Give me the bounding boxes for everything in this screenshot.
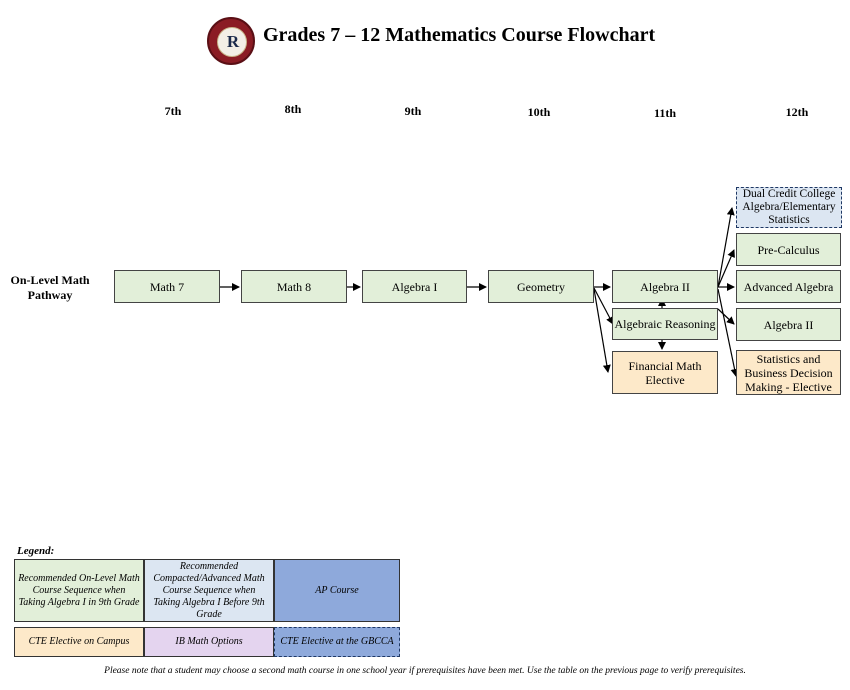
course-math-8: Math 8	[241, 270, 347, 303]
course-dual-credit-college-algebra: Dual Credit College Algebra/Elementary S…	[736, 187, 842, 228]
course-advanced-algebra: Advanced Algebra	[736, 270, 841, 303]
course-algebra-2-grade-12: Algebra II	[736, 308, 841, 341]
legend-compacted-sequence: Recommended Compacted/Advanced Math Cour…	[144, 559, 274, 622]
arrow-geometry-financial-math	[593, 288, 611, 373]
logo-emblem: R	[217, 27, 247, 57]
course-statistics-business-decision-making: Statistics and Business Decision Making …	[736, 350, 841, 395]
page-title: Grades 7 – 12 Mathematics Course Flowcha…	[263, 24, 656, 46]
legend-ib-math-options: IB Math Options	[144, 627, 274, 657]
course-algebraic-reasoning: Algebraic Reasoning	[612, 308, 718, 340]
course-algebra-2-grade-11: Algebra II	[612, 270, 718, 303]
arrow-algebra2-dual-credit	[717, 207, 735, 288]
grade-label-10: 10th	[527, 105, 551, 119]
grade-label-7: 7th	[164, 104, 182, 118]
grade-label-8: 8th	[284, 102, 302, 116]
arrow-reasoning-algebra2	[717, 308, 735, 325]
arrow-geometry-algebraic-reasoning	[593, 287, 614, 325]
arrow-algebra2-precalculus	[717, 249, 735, 288]
course-geometry: Geometry	[488, 270, 594, 303]
course-math-7: Math 7	[114, 270, 220, 303]
legend-ap-course: AP Course	[274, 559, 400, 622]
course-pre-calculus: Pre-Calculus	[736, 233, 841, 266]
grade-label-12: 12th	[785, 105, 809, 119]
course-financial-math-elective: Financial Math Elective	[612, 351, 718, 394]
legend-title: Legend:	[17, 545, 55, 557]
pathway-label: On-Level Math Pathway	[10, 273, 90, 302]
logo-mark: R	[226, 32, 239, 51]
legend-on-level-sequence: Recommended On-Level Math Course Sequenc…	[14, 559, 144, 622]
arrow-algebra2-statistics	[717, 288, 739, 377]
course-algebra-1: Algebra I	[362, 270, 467, 303]
school-logo: R	[207, 17, 255, 65]
grade-label-11: 11th	[653, 106, 676, 120]
legend-cte-elective-gbcca: CTE Elective at the GBCCA	[274, 627, 400, 657]
footnote: Please note that a student may choose a …	[104, 666, 746, 676]
grade-label-9: 9th	[404, 104, 422, 118]
legend-cte-elective-campus: CTE Elective on Campus	[14, 627, 144, 657]
